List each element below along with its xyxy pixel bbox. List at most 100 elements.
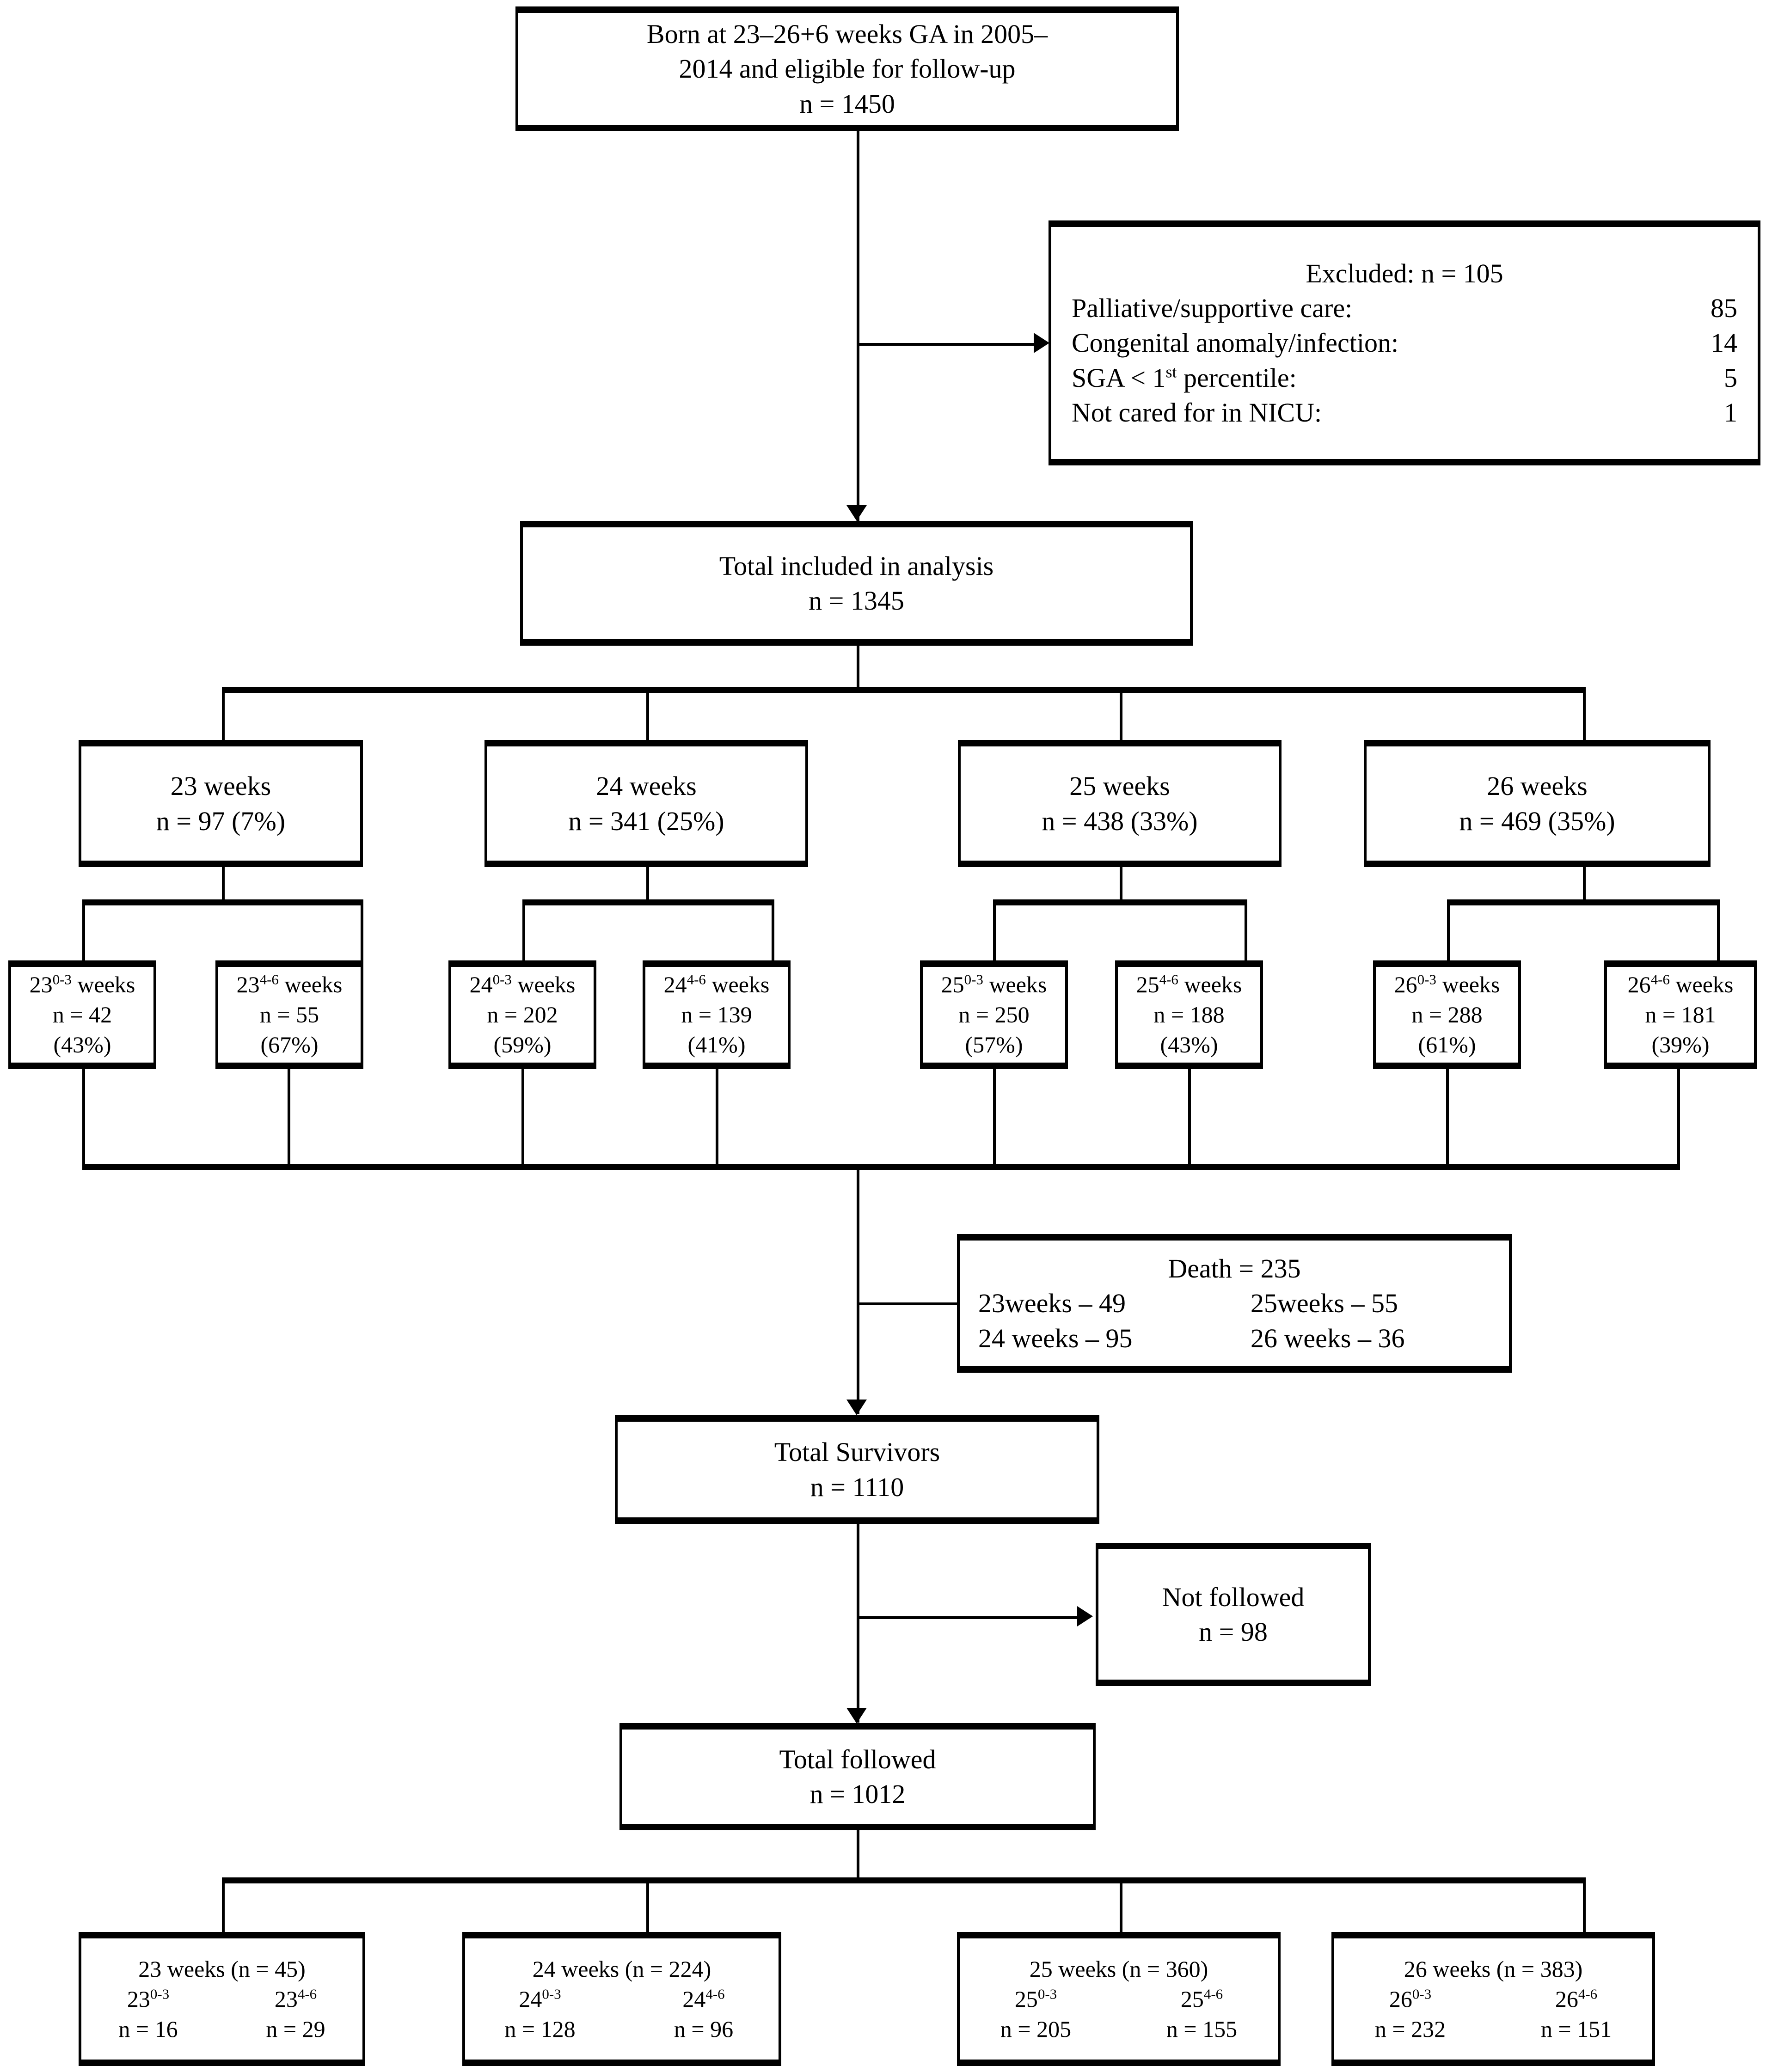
fork-drop-24-03: [522, 899, 525, 960]
total-followed-line2: n = 1012: [809, 1779, 906, 1809]
node-subgroup-24-4-6: 244-6 weeks n = 139 (41%): [643, 960, 791, 1069]
death-row: 24 weeks – 95 26 weeks – 36: [960, 1321, 1509, 1356]
split-rail-ga-groups: [222, 687, 1586, 693]
excluded-row: Palliative/supportive care: 85: [1051, 291, 1758, 325]
fork-drop-23-03: [82, 899, 85, 960]
followed-subgroup-count: n = 205: [1000, 2016, 1072, 2042]
node-excluded-header: Excluded: n = 105: [1306, 258, 1503, 288]
node-born-line3: n = 1450: [799, 88, 895, 119]
ga-group-title: 24 weeks: [596, 771, 697, 801]
merge-riser-24-03: [521, 1069, 524, 1167]
subgroup-percent: (57%): [965, 1032, 1023, 1057]
arrowhead-into-not-followed: [1077, 1606, 1093, 1626]
subgroup-title: 234-6 weeks: [236, 971, 343, 997]
node-subgroup-26-4-6: 264-6 weeks n = 181 (39%): [1604, 960, 1757, 1069]
connector-born-to-included: [857, 131, 859, 522]
total-survivors-line1: Total Survivors: [774, 1437, 940, 1467]
ga-group-count: n = 469 (35%): [1459, 806, 1615, 836]
excluded-row-label: Palliative/supportive care:: [1072, 293, 1353, 323]
node-total-survivors: Total Survivors n = 1110: [615, 1415, 1099, 1524]
followed-group-sub-row: 240-3 244-6: [465, 1984, 779, 2014]
excluded-row-label-sup: st: [1165, 362, 1177, 381]
followed-group-header: 26 weeks (n = 383): [1404, 1956, 1583, 1982]
fork-stem-26: [1583, 867, 1586, 902]
node-born-line1: Born at 23–26+6 weeks GA in 2005–: [646, 18, 1048, 49]
drop-followed-25: [1120, 1877, 1122, 1934]
subgroup-count: n = 181: [1645, 1002, 1716, 1027]
excluded-row-value: 5: [1724, 362, 1737, 393]
drop-ga-25: [1120, 687, 1122, 740]
subgroup-title: 254-6 weeks: [1136, 971, 1242, 997]
fork-drop-24-46: [772, 899, 774, 960]
connector-merge-to-survivors: [857, 1164, 859, 1414]
subgroup-count: n = 55: [259, 1002, 319, 1027]
death-cell: 26 weeks – 36: [1251, 1323, 1405, 1353]
node-followed-group-25: 25 weeks (n = 360) 250-3 254-6 n = 205 n…: [957, 1932, 1281, 2066]
ga-group-count: n = 341 (25%): [568, 806, 724, 836]
connector-born-to-excluded: [857, 343, 1039, 346]
subgroup-title: 240-3 weeks: [469, 971, 576, 997]
followed-subgroup-count: n = 155: [1166, 2016, 1238, 2042]
node-subgroup-25-4-6: 254-6 weeks n = 188 (43%): [1115, 960, 1263, 1069]
merge-riser-25-46: [1188, 1069, 1191, 1167]
fork-drop-25-46: [1245, 899, 1247, 960]
node-total-included: Total included in analysis n = 1345: [520, 521, 1193, 646]
followed-subgroup-label: 264-6: [1555, 1985, 1598, 2012]
arrowhead-into-included: [846, 505, 867, 521]
subgroup-count: n = 188: [1153, 1002, 1225, 1027]
fork-rail-23: [82, 899, 363, 905]
excluded-row: Congenital anomaly/infection: 14: [1051, 325, 1758, 360]
followed-subgroup-label: 250-3: [1014, 1985, 1057, 2012]
death-cell: 24 weeks – 95: [978, 1323, 1133, 1353]
drop-followed-24: [646, 1877, 649, 1934]
ga-group-title: 25 weeks: [1069, 771, 1170, 801]
merge-riser-26-03: [1446, 1069, 1449, 1167]
node-ga-group-23: 23 weeks n = 97 (7%): [79, 740, 363, 867]
fork-stem-25: [1120, 867, 1122, 902]
total-survivors-line2: n = 1110: [810, 1472, 904, 1502]
drop-followed-26: [1583, 1877, 1586, 1934]
fork-drop-23-46: [361, 899, 363, 960]
excluded-row-label: Congenital anomaly/infection:: [1072, 328, 1399, 358]
total-followed-line1: Total followed: [779, 1744, 936, 1774]
fork-drop-26-03: [1447, 899, 1450, 960]
fork-stem-24: [646, 867, 649, 902]
node-ga-group-24: 24 weeks n = 341 (25%): [484, 740, 808, 867]
followed-group-header: 25 weeks (n = 360): [1029, 1956, 1208, 1982]
connector-to-not-followed: [857, 1616, 1083, 1619]
ga-group-count: n = 97 (7%): [156, 806, 286, 836]
death-cell: 25weeks – 55: [1251, 1288, 1398, 1319]
merge-riser-26-46: [1677, 1069, 1680, 1167]
followed-subgroup-label: 260-3: [1389, 1985, 1432, 2012]
node-born: Born at 23–26+6 weeks GA in 2005– 2014 a…: [515, 6, 1179, 131]
followed-subgroup-label: 230-3: [127, 1985, 170, 2012]
merge-riser-25-03: [993, 1069, 996, 1167]
followed-group-count-row: n = 16 n = 29: [81, 2014, 362, 2044]
followed-group-sub-row: 230-3 234-6: [81, 1984, 362, 2014]
node-excluded: Excluded: n = 105 Palliative/supportive …: [1049, 220, 1760, 465]
followed-group-count-row: n = 205 n = 155: [960, 2014, 1278, 2044]
node-followed-group-26: 26 weeks (n = 383) 260-3 264-6 n = 232 n…: [1331, 1932, 1655, 2066]
death-row: 23weeks – 49 25weeks – 55: [960, 1286, 1509, 1320]
subgroup-percent: (61%): [1418, 1032, 1476, 1057]
excluded-row-value: 1: [1724, 397, 1737, 428]
not-followed-line2: n = 98: [1199, 1617, 1268, 1647]
arrowhead-into-total-followed: [846, 1708, 867, 1724]
subgroup-percent: (43%): [53, 1032, 111, 1057]
merge-riser-24-46: [716, 1069, 718, 1167]
subgroup-count: n = 42: [52, 1002, 112, 1027]
subgroup-percent: (59%): [493, 1032, 552, 1057]
subgroup-count: n = 288: [1411, 1002, 1483, 1027]
node-subgroup-25-0-3: 250-3 weeks n = 250 (57%): [920, 960, 1068, 1069]
followed-group-count-row: n = 232 n = 151: [1334, 2014, 1652, 2044]
arrowhead-into-excluded: [1034, 333, 1049, 353]
followed-subgroup-count: n = 232: [1374, 2016, 1446, 2042]
subgroup-title: 230-3 weeks: [29, 971, 135, 997]
subgroup-percent: (41%): [687, 1032, 746, 1057]
fork-drop-26-46: [1717, 899, 1720, 960]
connector-included-stem: [857, 646, 859, 690]
fork-drop-25-03: [993, 899, 996, 960]
connector-survivors-to-followed: [857, 1524, 859, 1723]
followed-subgroup-label: 234-6: [274, 1985, 317, 2012]
